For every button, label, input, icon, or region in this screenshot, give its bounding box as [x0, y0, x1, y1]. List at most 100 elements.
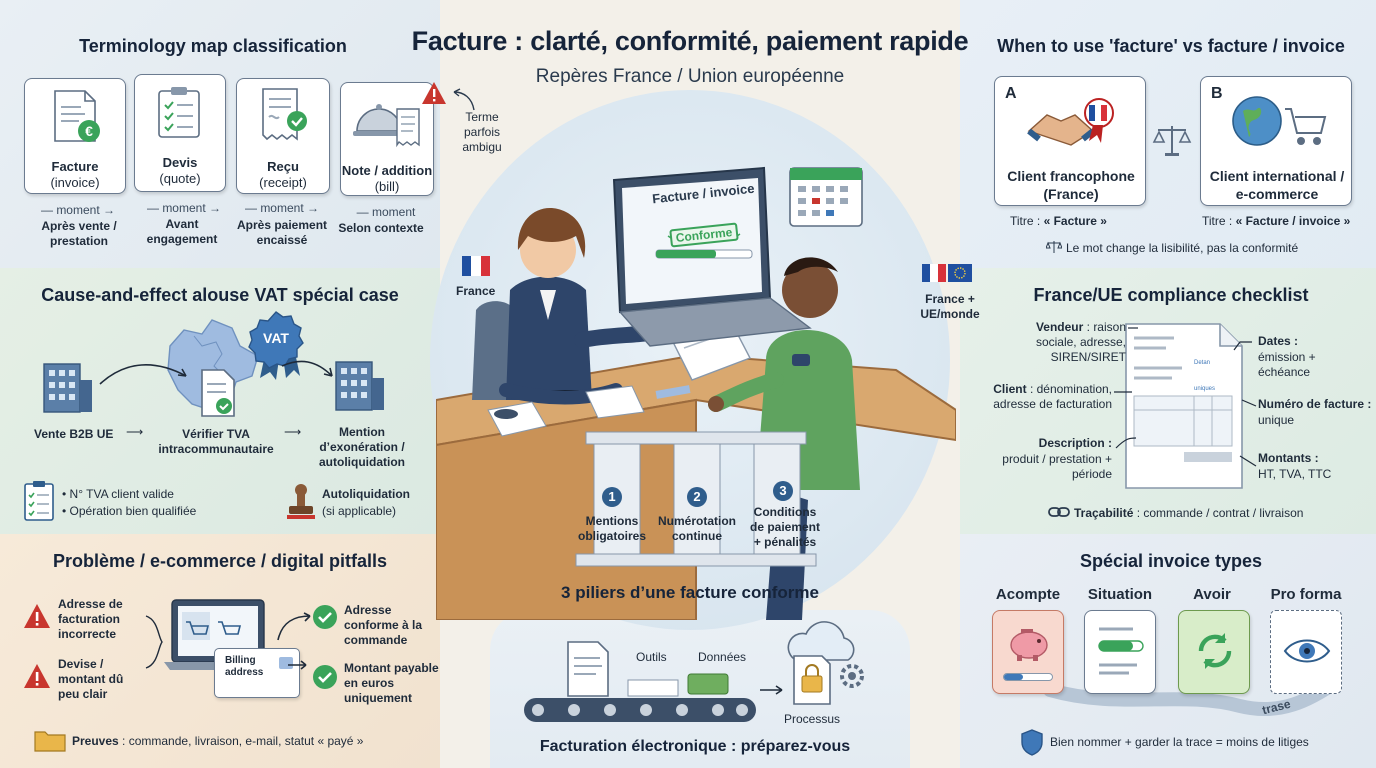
pillar-3-label: Conditions de paiement + pénalités: [749, 505, 821, 549]
card-note-sub: (bill): [374, 179, 400, 194]
vat-badge-icon: [248, 311, 304, 380]
card-facture-sub: (invoice): [50, 175, 100, 190]
vat-badge-label: VAT: [263, 330, 289, 346]
france-flag-icon: [462, 256, 490, 276]
moment-label: — moment: [356, 205, 416, 219]
page-title: Facture : clarté, conformité, paiement r…: [411, 26, 969, 56]
flag-right-label: France + UE/monde: [920, 292, 980, 321]
option-a-title: Titre : « Facture »: [1010, 214, 1107, 228]
card-note[interactable]: Note / addition (bill): [340, 82, 434, 196]
warn-currency: Devise / montant dû peu clair: [58, 657, 124, 701]
when-title: When to use 'facture' vs facture / invoi…: [997, 36, 1345, 56]
moment-label: — moment →: [146, 201, 222, 215]
scales-icon: [1152, 126, 1192, 156]
check-numero: unique: [1258, 413, 1295, 427]
option-b-label: Client international / e-commerce: [1209, 168, 1345, 202]
option-a-label: Client francophone (France): [1007, 168, 1135, 202]
moment-label: — moment →: [40, 203, 116, 217]
moment-when: Selon contexte: [338, 221, 424, 235]
special-footer: Bien nommer + garder la trace = moins de…: [1050, 735, 1309, 749]
stamp-sub: (si applicable): [322, 504, 397, 518]
type-label-avoir: Avoir: [1193, 586, 1231, 603]
card-devis-name: Devis: [162, 155, 198, 170]
check-description: produit / prestation + période: [1002, 452, 1112, 481]
flag-left-label: France: [456, 284, 496, 298]
calendar-icon: [789, 167, 863, 227]
efacture-processus: Processus: [784, 712, 841, 726]
clipboard-icon: [24, 481, 54, 521]
warn-billing: Adresse de facturation incorrecte: [58, 597, 123, 641]
special-title: Spécial invoice types: [1079, 551, 1263, 571]
france-flag-icon: [922, 264, 946, 282]
arrow-icon: [453, 88, 475, 111]
vat-arrow: ⟶: [126, 425, 144, 439]
card-recu-name: Reçu: [267, 159, 299, 174]
arrow-icon: [288, 660, 307, 670]
option-b-card[interactable]: B Client international / e-commerce: [1200, 76, 1352, 206]
doc-field-2: uniques: [1194, 386, 1216, 392]
vat-arrow: ⟶: [284, 425, 302, 439]
vat-step-3: Mention d’exonération / autoliquidation: [319, 425, 405, 469]
stamp-label: Autoliquidation: [322, 487, 410, 501]
pillar-1-label: Mentions obligatoires: [577, 514, 646, 543]
moment-when: Après paiement encaissé: [236, 218, 328, 247]
pillar-1-num: 1: [608, 489, 616, 504]
number-badge-icon: [773, 481, 793, 501]
card-devis[interactable]: Devis (quote): [134, 74, 226, 192]
check-montants: HT, TVA, TTC: [1258, 467, 1332, 481]
warning-icon: [24, 604, 50, 628]
vat-step-1: Vente B2B UE: [34, 427, 114, 441]
document-progress-icon: [1098, 627, 1144, 675]
check-montants-label: Montants :: [1258, 451, 1319, 465]
billing-address-card[interactable]: Billing address: [214, 648, 300, 698]
efacture-donnees: Données: [698, 650, 747, 664]
moment-when: Après vente / prestation: [41, 219, 117, 248]
pillar-3-num: 3: [779, 483, 787, 498]
ok-amount: Montant payable en euros uniquement: [344, 661, 439, 705]
option-a-card[interactable]: A Client francophone (France): [994, 76, 1146, 206]
check-vendeur: Vendeur : raison sociale, adresse, SIREN…: [1035, 320, 1126, 364]
cloud-lock-icon: [787, 621, 864, 705]
cloche-bill-icon: [353, 104, 420, 148]
eye-icon: [1283, 639, 1331, 663]
stamp-icon: [287, 484, 315, 519]
card-recu[interactable]: Reçu (receipt): [236, 78, 330, 194]
ambiguous-note: Terme parfois ambigu: [462, 110, 502, 154]
arrow-icon: [760, 685, 783, 695]
card-facture[interactable]: € Facture (invoice): [24, 78, 126, 194]
card-note-name: Note / addition: [341, 163, 433, 178]
vat-title: Cause-and-effect alouse VAT spécial case: [41, 285, 399, 305]
receipt-check-icon: [262, 88, 307, 141]
curved-arrow-icon: [277, 612, 311, 641]
type-label-situation: Situation: [1087, 586, 1153, 603]
warning-icon: [422, 82, 446, 104]
piggy-bank-icon: [1010, 629, 1048, 661]
number-badge-icon: [687, 487, 707, 507]
terminology-title: Terminology map classification: [79, 36, 347, 56]
vat-check-2: • Opération bien qualifiée: [62, 504, 197, 518]
trace-path: [1043, 675, 1340, 717]
vat-check-1: • N° TVA client valide: [62, 487, 174, 501]
pillar-2-num: 2: [693, 489, 701, 504]
curved-arrow-icon: [281, 360, 333, 377]
type-acompte-card[interactable]: [992, 610, 1064, 694]
check-numero-label: Numéro de facture :: [1258, 397, 1372, 411]
type-avoir-card[interactable]: [1178, 610, 1250, 694]
document-check-icon: [201, 369, 235, 417]
curved-arrow-icon: [99, 364, 187, 385]
check-description-label: Description :: [1038, 436, 1112, 450]
refresh-icon: [1198, 633, 1232, 669]
type-label-acompte: Acompte: [995, 586, 1061, 603]
tracabilite-note: Traçabilité : commande / contrat / livra…: [1074, 506, 1304, 520]
building-icon: [335, 361, 384, 411]
pillars-caption: 3 piliers d’une facture conforme: [561, 583, 819, 602]
vat-step-2: Vérifier TVA intracommunautaire: [158, 427, 274, 456]
ok-address: Adresse conforme à la commande: [344, 603, 423, 647]
proof-note: Preuves : commande, livraison, e-mail, s…: [72, 734, 364, 748]
eu-flag-icon: [948, 264, 972, 282]
type-proforma-card[interactable]: [1270, 610, 1342, 694]
efacture-outils: Outils: [636, 650, 667, 664]
pillar-2-label: Numérotation continue: [658, 514, 736, 543]
type-situation-card[interactable]: [1084, 610, 1156, 694]
folder-icon: [34, 731, 66, 752]
